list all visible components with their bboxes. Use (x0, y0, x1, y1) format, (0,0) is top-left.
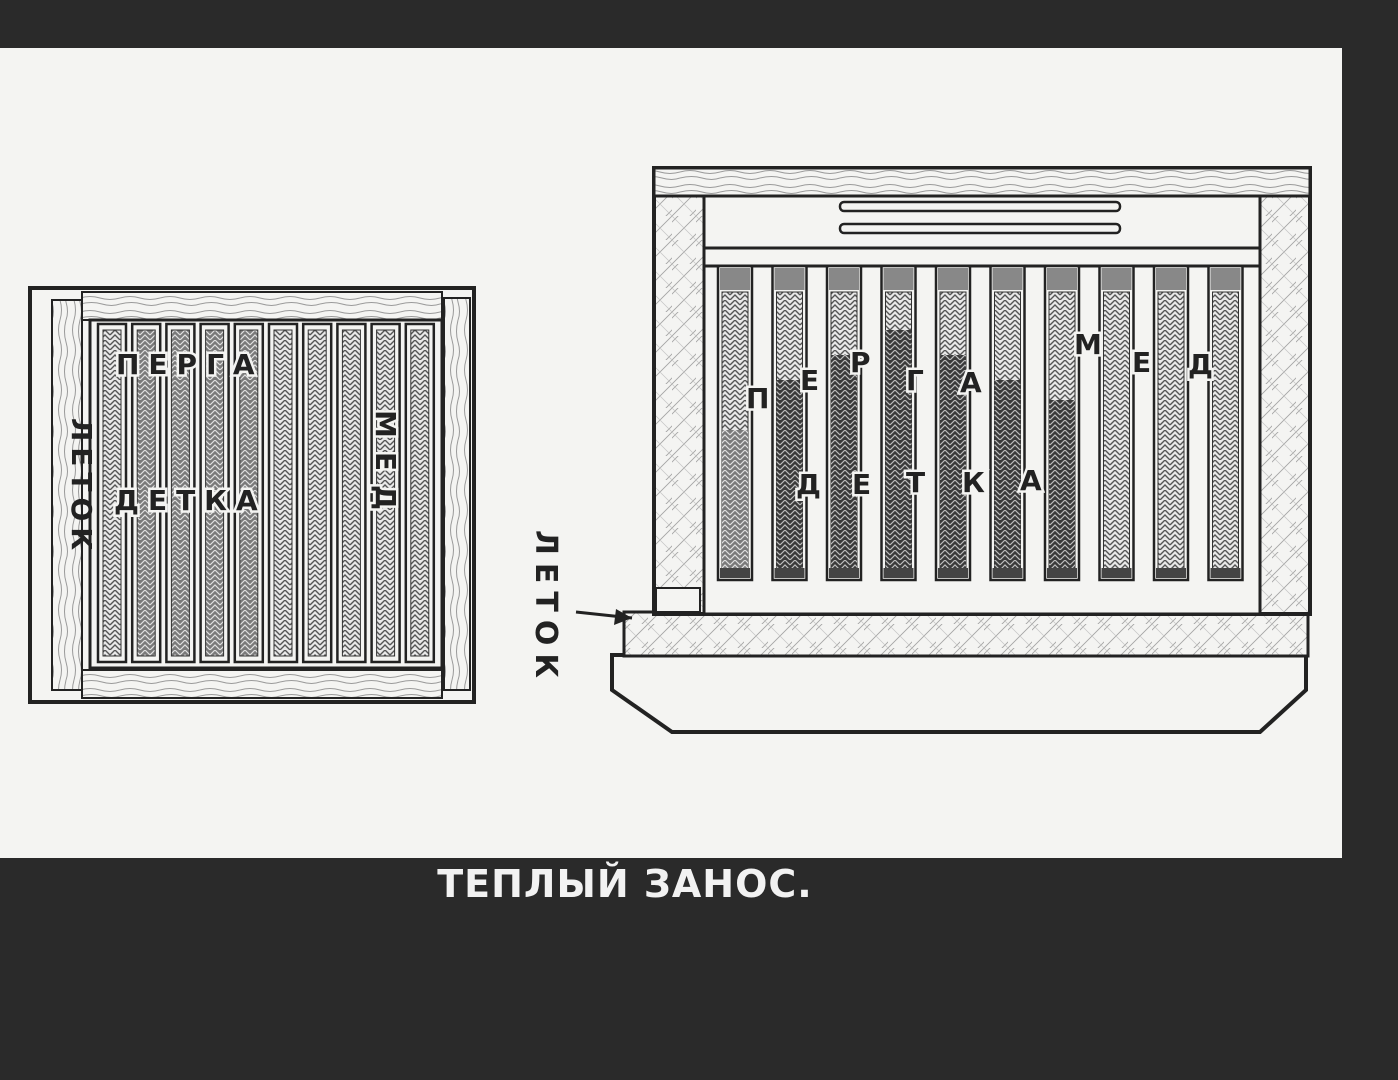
slide-caption: ТЕПЛЫЙ ЗАНОС. (437, 862, 813, 906)
front-view-frame-cap (883, 268, 914, 290)
front-view-frame-brood (722, 430, 748, 568)
top-view-brood-label: ДЕТКА (114, 484, 267, 517)
top-view-frame-comb (307, 329, 327, 657)
front-view-frame-comb (1157, 291, 1185, 573)
top-view-frame (233, 322, 265, 664)
front-view-frame (1098, 264, 1135, 582)
front-view-frame-bottom (938, 568, 968, 578)
front-view-frame-cap (1101, 268, 1132, 290)
top-view-frame-comb (170, 329, 190, 657)
front-view-frame (1152, 264, 1190, 582)
front-view-roof-board (652, 166, 1312, 198)
top-view-pollen-label: ПЕРГА (116, 348, 264, 381)
front-view-entrance-label: ЛЕТОК (528, 530, 563, 686)
top-view-right-wall (443, 297, 471, 691)
top-view-hive: ЛЕТОК ПЕРГА ДЕТКА МЕД (28, 286, 476, 704)
top-view-honey-label: МЕД (369, 410, 402, 524)
front-view-frame-cap (938, 268, 968, 290)
front-view-frame-cap (720, 268, 750, 290)
front-view-frame-brood (994, 380, 1021, 568)
top-view-top-board (81, 291, 443, 321)
top-view-frame-comb (136, 329, 156, 657)
front-view-entrance-arrowhead (614, 609, 632, 625)
front-view-bottom-board (622, 610, 1310, 658)
front-view-frame (934, 264, 972, 582)
front-view-frame (989, 264, 1026, 582)
front-view-frame-bottom (774, 568, 805, 578)
front-view-frame-brood (831, 355, 857, 568)
front-view-feeder-slot-1 (838, 200, 1122, 213)
front-view-frame-bottom (1047, 568, 1077, 578)
front-view-stand (610, 653, 1308, 734)
front-view-frame-bottom (883, 568, 914, 578)
front-view-frame-bottom (1210, 568, 1241, 578)
front-view-frame (880, 264, 917, 582)
top-view-frame (199, 322, 230, 664)
front-view-frame (771, 264, 808, 582)
front-view-frame-bottom (720, 568, 750, 578)
top-view-frame (404, 322, 436, 664)
front-view-frame (1207, 264, 1244, 582)
top-view-bottom-board (81, 669, 443, 699)
front-view-frame-brood (776, 380, 803, 568)
top-view-frame-comb (273, 329, 293, 657)
top-view-frames (96, 322, 436, 664)
front-view-frame-comb (1212, 291, 1239, 573)
front-view-frame-top-bar (702, 246, 1262, 268)
front-view-frame (825, 264, 863, 582)
front-view-frame-bottom (1156, 568, 1186, 578)
top-view-frame-comb (205, 329, 225, 657)
front-view-frame-comb (1103, 291, 1130, 573)
front-view-frames (716, 264, 1244, 582)
top-view-frame-comb (376, 329, 396, 657)
front-view-frame-cap (829, 268, 859, 290)
front-view-frame-brood (940, 355, 966, 568)
front-view-feeder-slot-2 (838, 222, 1122, 235)
front-view-frame-bottom (992, 568, 1023, 578)
top-view-frame-comb (102, 329, 122, 657)
top-view-entrance-label: ЛЕТОК (65, 418, 98, 556)
front-view-frame (1043, 264, 1081, 582)
front-view-frame-cap (1210, 268, 1241, 290)
top-view-frame (301, 322, 333, 664)
top-view-frame (370, 322, 401, 664)
top-view-frame (130, 322, 162, 664)
front-view-frame-cap (1047, 268, 1077, 290)
top-view-frame-comb (239, 329, 259, 657)
top-view-frame-comb (410, 329, 430, 657)
front-view-frame-cap (774, 268, 805, 290)
top-view-frame (96, 322, 128, 664)
front-view-frame-cap (992, 268, 1023, 290)
top-view-left-wall (51, 299, 83, 691)
front-view-frame-bottom (1101, 568, 1132, 578)
front-view-frame-cap (1156, 268, 1186, 290)
front-view-frame-brood (1049, 400, 1075, 568)
front-view-frame-bottom (829, 568, 859, 578)
top-view-frame-comb (341, 329, 361, 657)
front-view-frame-brood (885, 330, 912, 568)
front-view-frame (716, 264, 754, 582)
top-view-frame (267, 322, 299, 664)
top-view-frame (336, 322, 367, 664)
front-view-entrance-slot (655, 587, 701, 613)
top-view-frame (165, 322, 196, 664)
